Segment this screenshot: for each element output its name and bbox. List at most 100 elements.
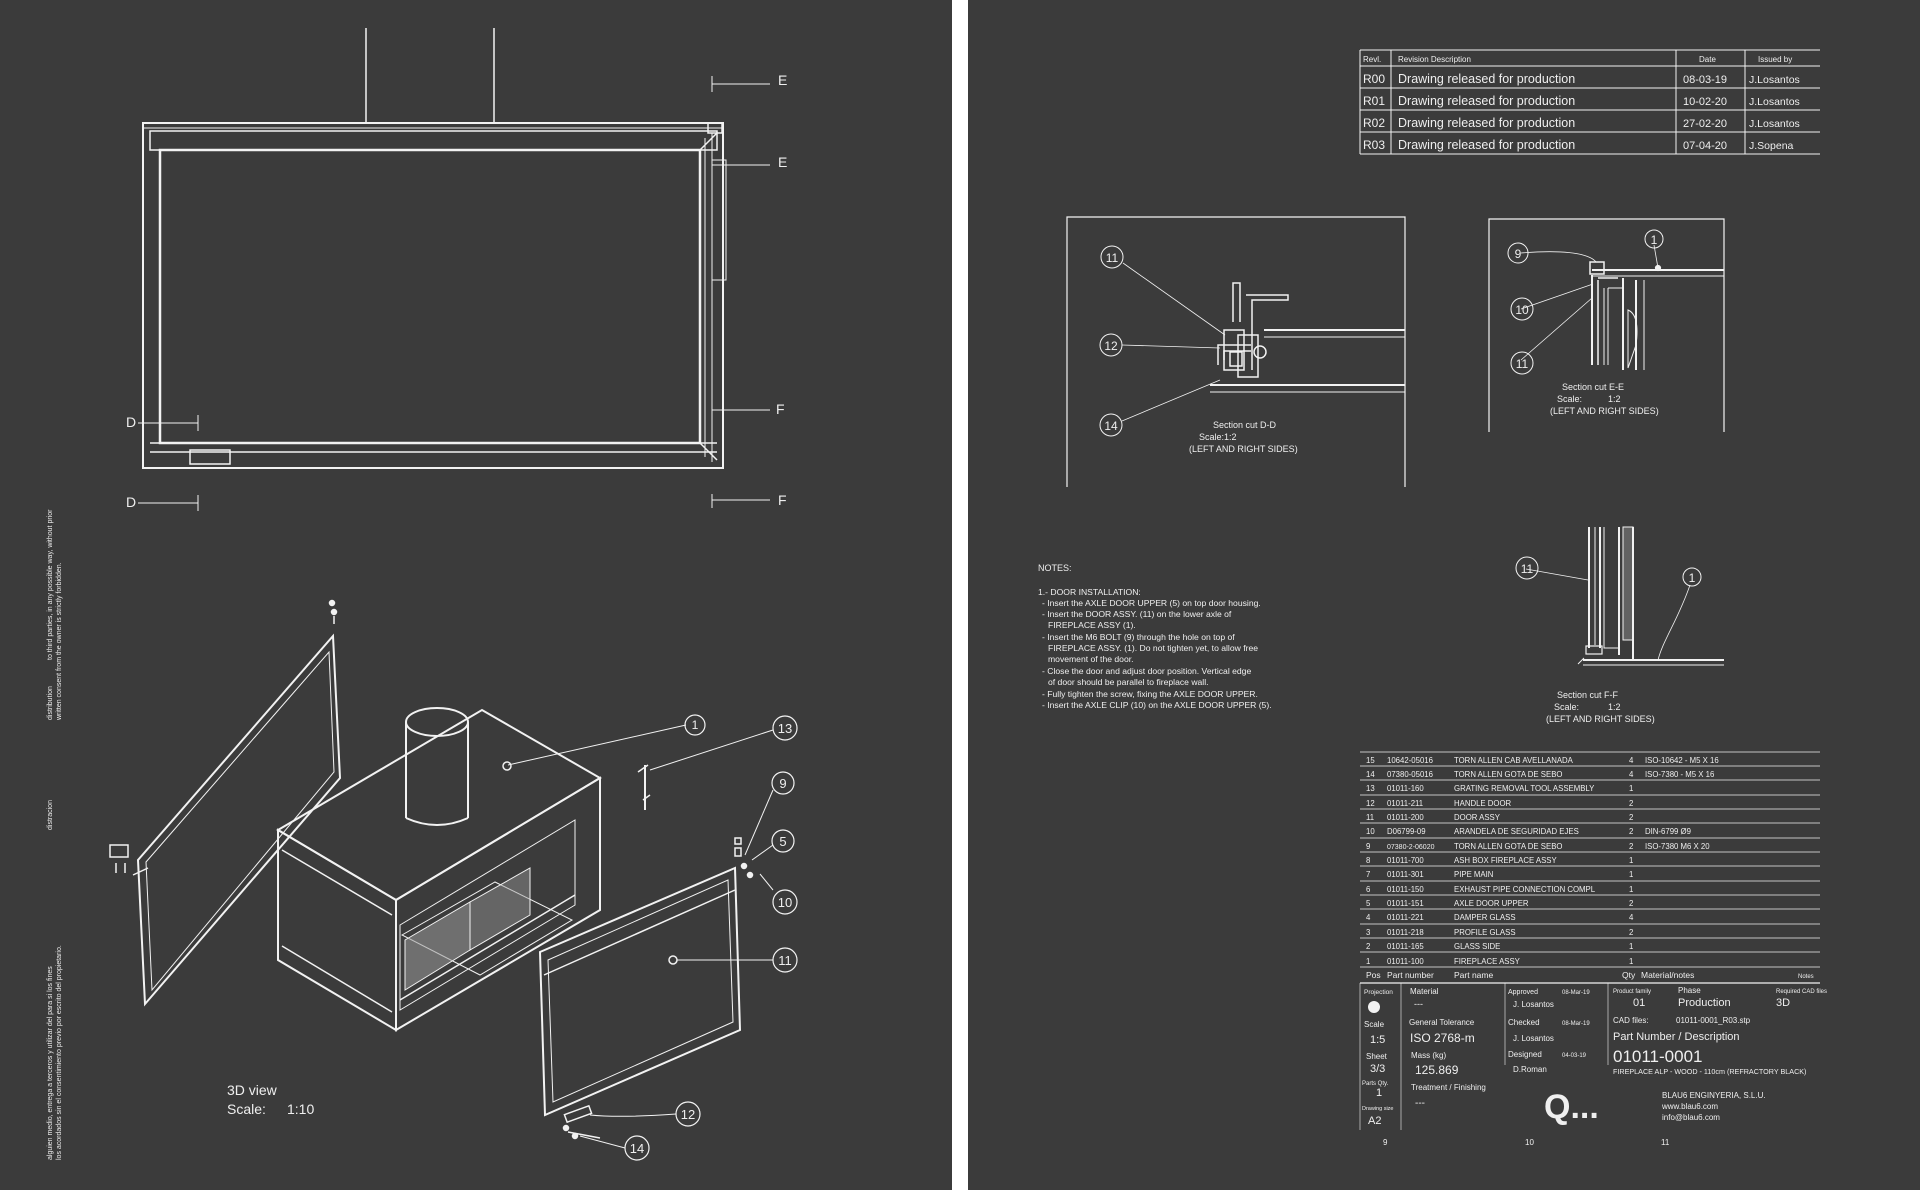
bom-cell: 1 <box>1366 957 1370 966</box>
margin-note-5: alguien medio, entrega a terceros y util… <box>47 966 54 1160</box>
bom-cell: ARANDELA DE SEGURIDAD EJES <box>1454 827 1579 836</box>
bom-header-notes: Notes <box>1798 974 1814 980</box>
bom-cell: AXLE DOOR UPPER <box>1454 899 1529 908</box>
dd-callout-14: 14 <box>1104 419 1118 433</box>
tb-part-number: 01011-0001 <box>1613 1047 1703 1066</box>
bom-cell: PIPE MAIN <box>1454 870 1493 879</box>
notes-line: 1.- DOOR INSTALLATION: <box>1038 587 1141 597</box>
rev-cell: 07-04-20 <box>1683 140 1727 152</box>
rev-cell: 10-02-20 <box>1683 96 1727 108</box>
bom-cell: 4 <box>1629 913 1634 922</box>
bom-cell: 01011-150 <box>1387 885 1424 894</box>
bom-cell: 4 <box>1366 913 1371 922</box>
rev-row-2: R02 Drawing released for production 27-0… <box>1363 116 1800 130</box>
title-block: Projection Material --- Approved 08-Mar-… <box>1359 983 1827 1147</box>
bom-cell: ASH BOX FIREPLACE ASSY <box>1454 856 1557 865</box>
bom-cell: 2 <box>1629 813 1633 822</box>
callout-9: 9 <box>779 776 786 791</box>
section-marker-lines <box>138 76 770 511</box>
notes-line: - Fully tighten the screw, fixing the AX… <box>1042 689 1258 699</box>
ee-callout-circle-11 <box>1510 351 1534 375</box>
dd-callout-11: 11 <box>1106 251 1119 265</box>
section-marker-e-bottom: E <box>778 154 787 170</box>
rev-row-1: R01 Drawing released for production 10-0… <box>1363 94 1800 108</box>
notes-line: - Insert the AXLE DOOR UPPER (5) on top … <box>1042 598 1261 608</box>
tb-parts-qty-label: Parts Qty. <box>1362 1081 1389 1087</box>
tb-sheet: 3/3 <box>1370 1063 1385 1075</box>
rev-cell: J.Losantos <box>1749 96 1800 108</box>
tb-cad-files: 01011-0001_R03.stp <box>1676 1016 1751 1025</box>
bom-cell: 8 <box>1366 856 1370 865</box>
bom-header-part-name: Part name <box>1454 970 1493 980</box>
bom-cell: FIREPLACE ASSY <box>1454 957 1521 966</box>
dd-scale-label: Scale: <box>1199 432 1224 442</box>
bom-cell: DIN-6799 Ø9 <box>1645 827 1691 836</box>
ff-callout-11: 11 <box>1521 562 1534 576</box>
zone-marker-11: 11 <box>1661 1138 1670 1147</box>
bom-cell: 13 <box>1366 784 1375 793</box>
ee-callout-10: 10 <box>1515 303 1529 317</box>
drawing-sheet-left: E E F F D D distribution to third partie… <box>0 0 952 1190</box>
callout-13: 13 <box>778 721 792 736</box>
bom-cell: 3 <box>1366 928 1370 937</box>
rev-row-0: R00 Drawing released for production 08-0… <box>1363 72 1800 86</box>
tb-company: BLAU6 ENGINYERIA, S.L.U. <box>1662 1091 1766 1100</box>
bom-cell: HANDLE DOOR <box>1454 799 1512 808</box>
view-3d-scale-label: Scale: <box>227 1101 266 1117</box>
callout-1: 1 <box>692 718 699 732</box>
rev-cell: J.Sopena <box>1749 140 1794 152</box>
bom-table: Pos Part number Part name Qty Material/n… <box>1360 751 1820 984</box>
ee-title: Section cut E-E <box>1562 382 1624 392</box>
rev-header-date: Date <box>1699 55 1716 64</box>
tb-designed-date: 04-03-19 <box>1562 1053 1587 1059</box>
bom-cell: PROFILE GLASS <box>1454 928 1516 937</box>
exploded-leaders <box>507 724 774 1149</box>
bom-cell: 2 <box>1629 799 1633 808</box>
ff-title: Section cut F-F <box>1557 690 1619 700</box>
notes-line: movement of the door. <box>1048 654 1134 664</box>
notes-block: NOTES: 1.- DOOR INSTALLATION: - Insert t… <box>1038 563 1272 710</box>
callout-circle-13 <box>772 715 798 741</box>
top-view <box>142 28 727 469</box>
dd-scale: 1:2 <box>1224 432 1237 442</box>
bom-cell: 01011-151 <box>1387 899 1424 908</box>
tb-treatment: --- <box>1415 1098 1425 1109</box>
rev-cell: Drawing released for production <box>1398 138 1575 152</box>
bom-cell: 1 <box>1629 870 1633 879</box>
bom-cell: 15 <box>1366 756 1375 765</box>
notes-line: FIREPLACE ASSY (1). <box>1048 620 1136 630</box>
tb-checked-by: J. Losantos <box>1513 1034 1554 1043</box>
callout-12: 12 <box>681 1107 695 1122</box>
tb-tolerance-label: General Tolerance <box>1409 1018 1475 1027</box>
bom-cell: DOOR ASSY <box>1454 813 1501 822</box>
rev-header-desc: Revision Description <box>1398 55 1471 64</box>
callout-circle-11 <box>772 947 798 973</box>
ff-note: (LEFT AND RIGHT SIDES) <box>1546 714 1655 724</box>
bom-cell: 01011-301 <box>1387 870 1424 879</box>
ee-note: (LEFT AND RIGHT SIDES) <box>1550 406 1659 416</box>
exploded-callouts: 1 13 9 5 10 11 12 14 <box>624 714 798 1161</box>
tb-cad-files-label: CAD files: <box>1613 1016 1649 1025</box>
callout-circle-12 <box>675 1101 701 1127</box>
notes-line: of door should be parallel to fireplace … <box>1048 677 1209 687</box>
exploded-3d-view <box>109 599 754 1140</box>
tb-required-cad: 3D <box>1776 997 1790 1009</box>
right-sheet-drawing: Revl. Revision Description Date Issued b… <box>1038 49 1827 1147</box>
ee-callout-11: 11 <box>1516 357 1529 371</box>
callout-11: 11 <box>778 953 792 968</box>
bom-cell: 4 <box>1629 770 1634 779</box>
dd-callout-12: 12 <box>1104 339 1118 353</box>
bom-cell: 01011-100 <box>1387 957 1424 966</box>
rev-cell: Drawing released for production <box>1398 116 1575 130</box>
callout-circle-9 <box>771 771 795 795</box>
zone-marker-10: 10 <box>1525 1138 1534 1147</box>
